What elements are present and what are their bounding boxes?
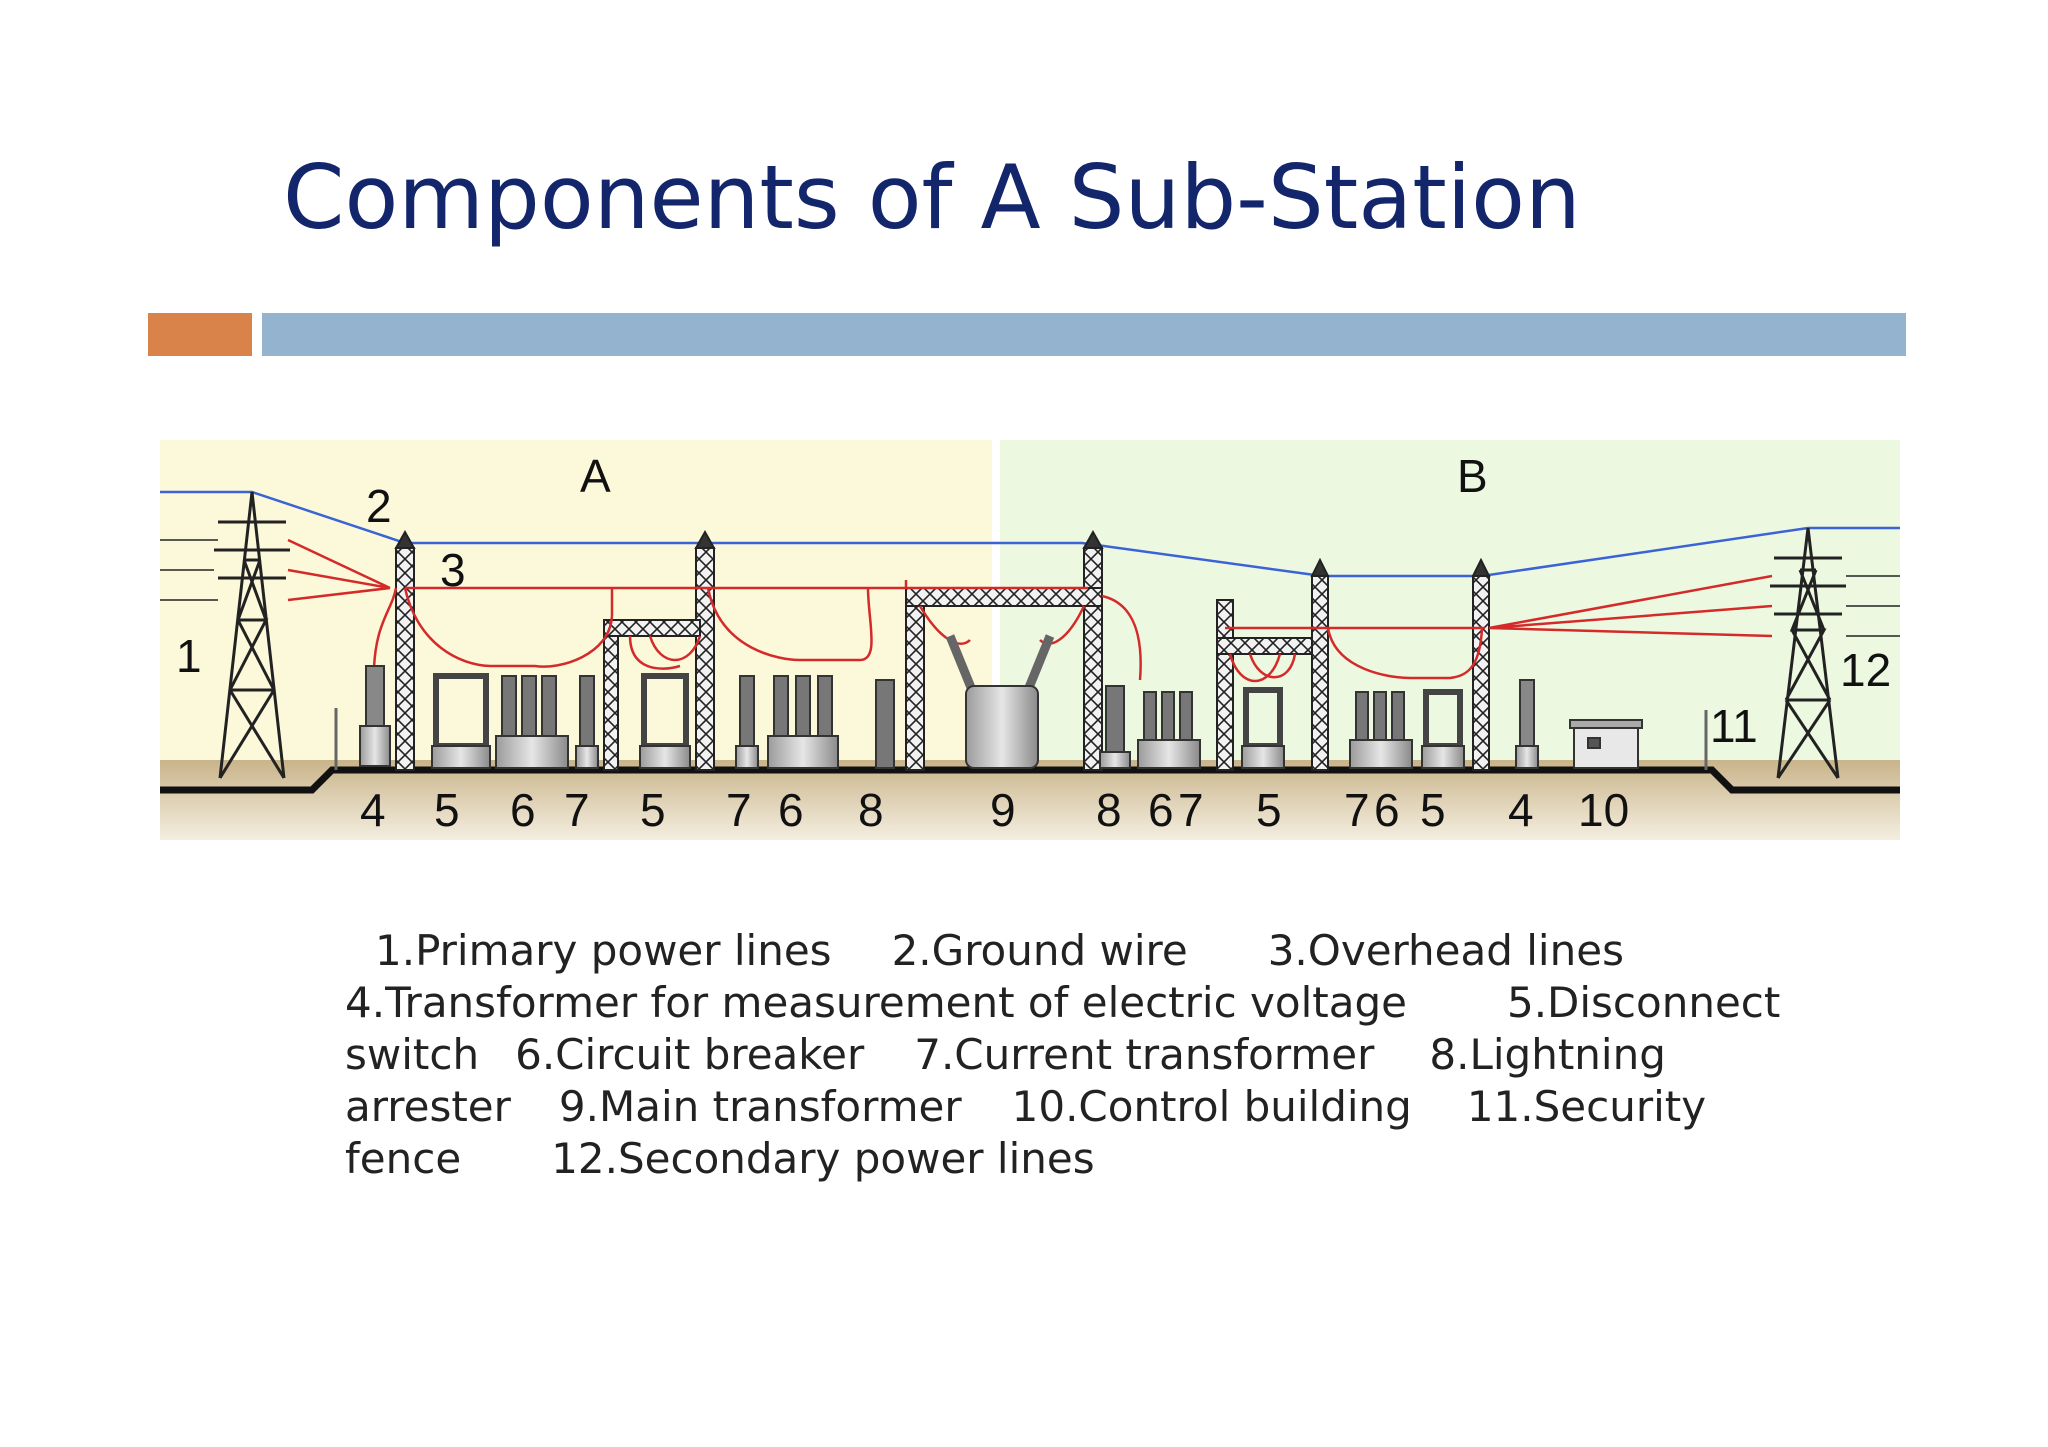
slide-title: Components of A Sub-Station <box>283 146 1581 249</box>
bottom-label: 7 <box>1178 784 1204 836</box>
callout-3: 3 <box>440 544 466 596</box>
bottom-label: 5 <box>434 784 460 836</box>
substation-equipment <box>334 634 1708 770</box>
legend-item-4: 4.Transformer for measurement of electri… <box>345 978 1407 1027</box>
legend-item-1: 1.Primary power lines <box>375 926 832 975</box>
bottom-label: 7 <box>726 784 752 836</box>
zone-a-background <box>160 440 992 775</box>
bottom-label: 4 <box>1508 784 1534 836</box>
callout-2: 2 <box>366 480 392 532</box>
legend-item-5-cont: switch <box>345 1030 480 1079</box>
bottom-label: 5 <box>640 784 666 836</box>
legend-item-8-cont: arrester <box>345 1082 511 1131</box>
legend-item-2: 2.Ground wire <box>891 926 1188 975</box>
bottom-label: 4 <box>360 784 386 836</box>
bottom-label: 6 <box>1148 784 1174 836</box>
bottom-component-labels: 4 5 6 7 5 7 6 8 9 8 6 7 5 7 6 5 4 10 <box>360 784 1629 836</box>
legend-item-10: 10.Control building <box>1011 1082 1412 1131</box>
section-b-label: B <box>1457 450 1488 502</box>
callout-12: 12 <box>1840 644 1891 696</box>
bottom-label: 5 <box>1420 784 1446 836</box>
accent-bar-orange <box>148 313 252 356</box>
legend-item-11-cont: fence <box>345 1134 462 1183</box>
legend-item-8: 8.Lightning <box>1429 1030 1666 1079</box>
gantry-structures <box>394 529 1491 771</box>
legend-item-11: 11.Security <box>1466 1082 1707 1131</box>
secondary-transmission-tower <box>1770 527 1846 779</box>
primary-transmission-tower <box>214 491 290 779</box>
bottom-label: 8 <box>1096 784 1122 836</box>
legend-item-12: 12.Secondary power lines <box>551 1134 1095 1183</box>
legend-text: 1.Primary power lines 2.Ground wire 3.Over… <box>345 925 1825 1185</box>
section-a-label: A <box>580 450 611 502</box>
legend-item-9: 9.Main transformer <box>558 1082 962 1131</box>
ground-wire <box>160 490 1900 578</box>
legend-item-5: 5.Disconnect <box>1506 978 1781 1027</box>
bottom-label: 6 <box>510 784 536 836</box>
overhead-conductors <box>287 538 1773 683</box>
accent-bar-blue <box>262 313 1906 356</box>
bottom-label: 5 <box>1256 784 1282 836</box>
bottom-label: 10 <box>1578 784 1629 836</box>
bottom-label: 7 <box>1344 784 1370 836</box>
bottom-label: 6 <box>1374 784 1400 836</box>
bottom-label: 8 <box>858 784 884 836</box>
legend-item-6: 6.Circuit breaker <box>515 1030 865 1079</box>
legend-item-3: 3.Overhead lines <box>1267 926 1624 975</box>
bottom-label: 9 <box>990 784 1016 836</box>
substation-diagram: A B <box>160 440 1900 840</box>
callout-11: 11 <box>1710 700 1758 752</box>
callout-1: 1 <box>176 630 202 682</box>
legend-item-7: 7.Current transformer <box>914 1030 1375 1079</box>
bottom-label: 6 <box>778 784 804 836</box>
ground-line <box>160 766 1900 794</box>
bottom-label: 7 <box>564 784 590 836</box>
